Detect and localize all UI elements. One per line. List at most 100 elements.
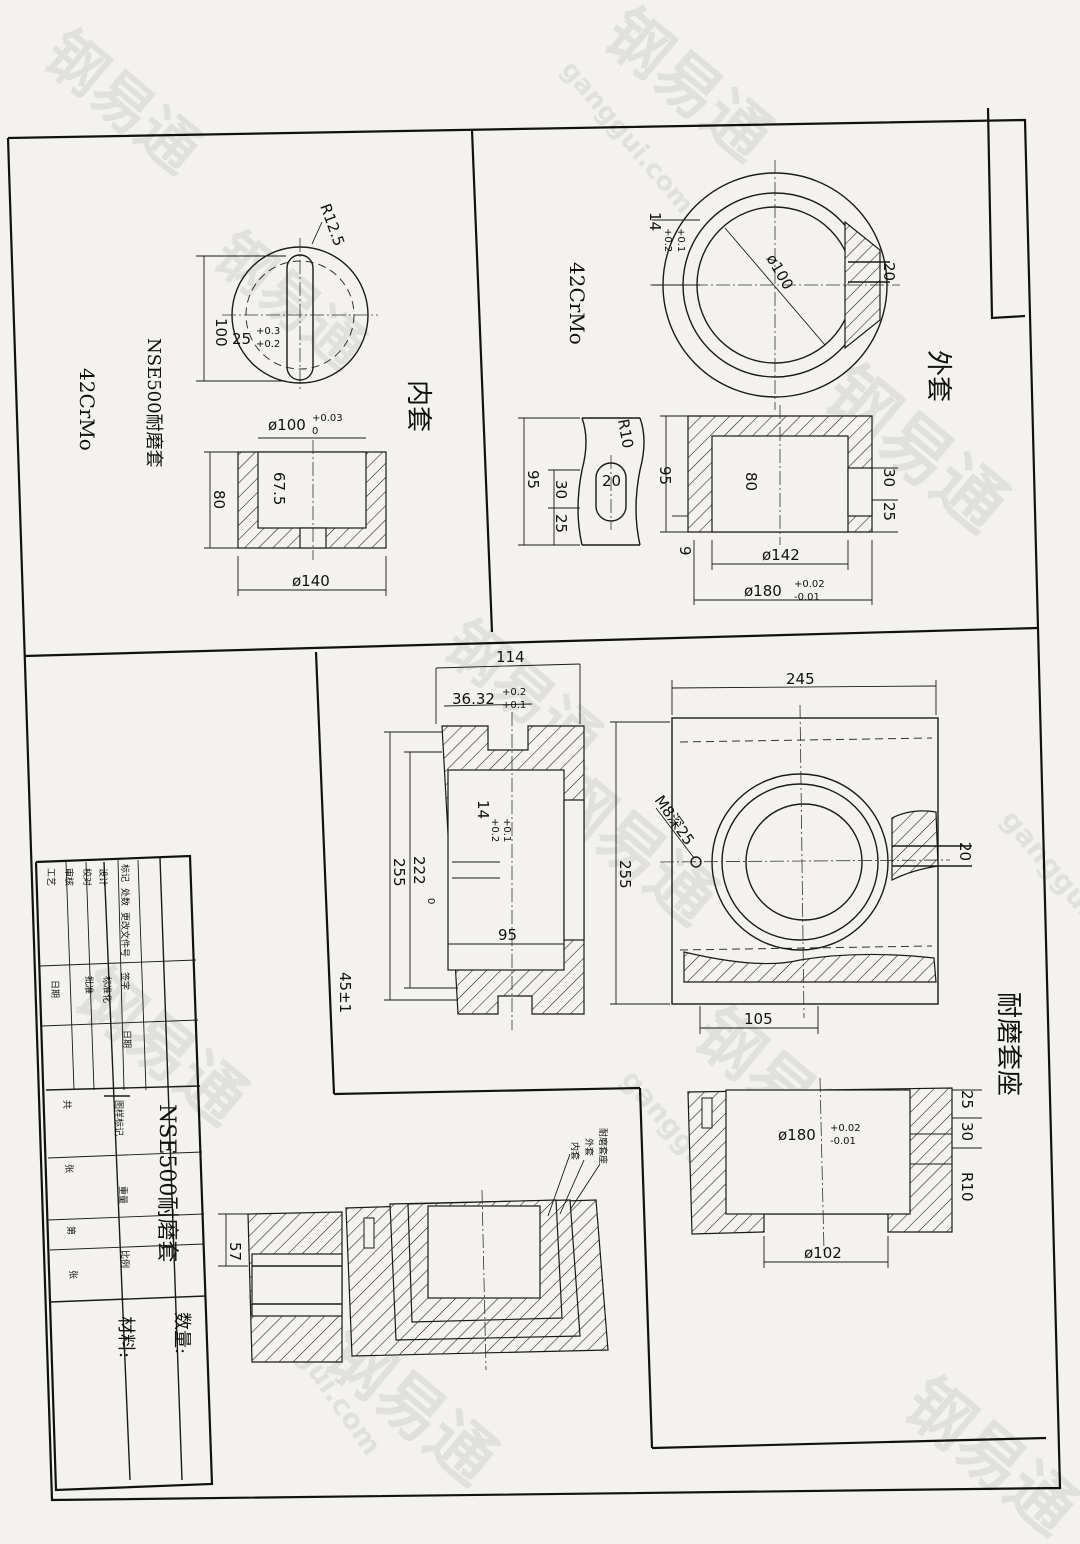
outer-sleeve-keyway-hatch: [844, 220, 881, 350]
title-block: 标记 处数 更改文件号 签字 日期 设计 校对 审核 工艺 标准化 批准 日期 …: [34, 854, 214, 1492]
dim-tol: +0.2: [662, 228, 673, 252]
dim-label: 20: [956, 842, 974, 861]
dim-label: ø140: [292, 572, 330, 590]
tb-qty-label: 数量:: [171, 1312, 192, 1354]
dim-label: 245: [786, 670, 815, 688]
tb-row-label: 更改文件号: [119, 912, 131, 957]
tb-material-label: 材料:: [115, 1316, 136, 1358]
tb-role-label: 工艺: [45, 868, 56, 886]
dim-label: ø180: [778, 1126, 816, 1144]
dim-label: 80: [210, 490, 228, 509]
dim-tol: +0.2: [489, 818, 500, 842]
section-title: 耐磨套座: [993, 992, 1023, 1096]
dim-label: 25: [958, 1090, 976, 1109]
material-label: 42CrMo: [565, 262, 589, 345]
tb-mark-label: 图样标记: [113, 1100, 125, 1136]
dim-tol: +0.3: [256, 326, 280, 337]
tb-part-name: NSE500耐磨套: [154, 1104, 179, 1262]
tb-role-label: 校对: [81, 868, 93, 886]
slot-detail-break-left: [577, 417, 587, 546]
section-title: 内套: [403, 380, 433, 432]
assembly-section: 57 耐磨套座 外套 内套: [218, 1128, 609, 1371]
dim-label: 105: [744, 1010, 773, 1028]
dim-tol: +0.02: [794, 579, 825, 590]
tb-mark-label: 比例: [119, 1250, 131, 1268]
dim-label: ø102: [804, 1244, 842, 1262]
dim-label: 67.5: [270, 472, 288, 505]
dim-label: 45±1: [336, 972, 354, 1013]
outer-sleeve-section: ø100 20 14 +0.2 +0.1 42CrMo 外套 R10 20 95…: [518, 160, 953, 605]
dim-label: 25: [232, 330, 251, 348]
dim-label: 57: [226, 1242, 244, 1261]
watermark-brand: 钢易通: [201, 219, 378, 383]
dim-label: 95: [524, 470, 542, 489]
dim-label: R10: [958, 1172, 976, 1202]
tb-role-label: 设计: [97, 868, 109, 886]
dim-label: 100: [212, 318, 230, 347]
dim-label: ø100: [268, 416, 306, 434]
dim-label: ø142: [762, 546, 800, 564]
tb-mark-label: 重量: [117, 1186, 129, 1204]
dim-label: ø100: [763, 251, 797, 293]
m8-tapped-hole: [690, 856, 702, 868]
dim-label: 30: [552, 480, 570, 499]
tb-sheet-label: 张: [67, 1270, 78, 1279]
tb-role-label: 标准化: [101, 976, 113, 1003]
watermark-domain: ganggui.com: [995, 803, 1080, 981]
dim-tol: +0.02: [830, 1123, 861, 1134]
tb-role-label: 审核: [63, 868, 75, 886]
dim-label: 30: [880, 468, 898, 487]
dim-label: 25: [552, 514, 570, 533]
dim-tol: -0.01: [830, 1136, 856, 1147]
dim-tol: 0: [312, 426, 318, 437]
dim-label: 114: [496, 648, 525, 666]
dim-label: 20: [602, 472, 621, 490]
dim-label: 30: [958, 1122, 976, 1141]
callout-label: 耐磨套座: [597, 1128, 609, 1164]
dim-label: 14: [646, 212, 664, 231]
tb-sheet-label: 张: [63, 1164, 74, 1173]
dim-label: ø180: [744, 582, 782, 600]
dim-tol: +0.1: [675, 228, 686, 252]
tb-row-label: 标记: [119, 864, 131, 882]
dim-tol: +0.1: [502, 700, 526, 711]
dim-label: 255: [616, 860, 634, 889]
part-name-label: NSE500耐磨套: [143, 338, 164, 468]
dim-tol: +0.2: [256, 339, 280, 350]
dim-label: R10: [614, 418, 637, 450]
inner-sleeve-section: 100 R12.5 25 +0.3 +0.2 内套 NSE500耐磨套 42Cr…: [75, 201, 433, 596]
tb-row-label: 签字: [119, 972, 131, 990]
dim-tol: -0.01: [794, 592, 820, 603]
tb-sheet-label: 第: [65, 1226, 77, 1235]
watermark-brand: 钢易通: [890, 1363, 1080, 1544]
seat-front-bore-inner: [745, 803, 863, 921]
dim-label: 9: [676, 546, 694, 556]
dim-label: 95: [498, 926, 517, 944]
tb-role-label: 批准: [83, 976, 95, 994]
tb-row-label: 处数: [119, 888, 131, 906]
dim-label: 255: [390, 858, 408, 887]
dim-label: 36.32: [452, 690, 495, 708]
section-title: 外套: [923, 350, 953, 402]
callout-label: 内套: [569, 1142, 581, 1160]
dim-label: 25: [880, 502, 898, 521]
dim-tol: +0.1: [501, 818, 512, 842]
sheet-frame: [6, 107, 1062, 1502]
dim-label: 20: [880, 262, 898, 281]
tb-date-label: 日期: [49, 980, 60, 998]
dim-tol: 0: [425, 898, 436, 904]
dim-label: 14: [474, 800, 492, 819]
watermark-brand: 钢易通: [30, 18, 213, 187]
callout-label: 外套: [583, 1138, 595, 1156]
dim-label: 222: [410, 856, 428, 885]
sleeve-seat-section: 114 36.32 +0.2 +0.1 14 +0.2 +0.1 255 222…: [336, 648, 1023, 1268]
material-label: 42CrMo: [75, 368, 99, 451]
tb-row-label: 日期: [121, 1030, 132, 1048]
dim-tol: +0.03: [312, 413, 343, 424]
tb-sheet-label: 共: [61, 1100, 72, 1109]
dim-tol: +0.2: [502, 687, 526, 698]
dim-label: 95: [656, 466, 674, 485]
slot-detail-break-right: [635, 417, 645, 546]
